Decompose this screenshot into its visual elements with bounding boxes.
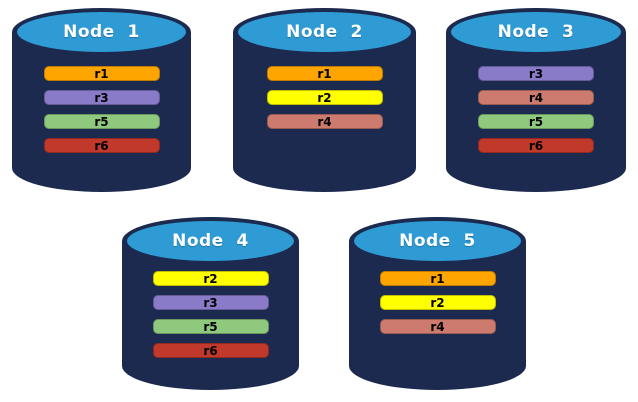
- replica-bar: r2: [266, 90, 383, 105]
- replica-bar-label: r1: [94, 66, 109, 81]
- replica-bar-label: r4: [317, 114, 332, 129]
- database-cylinder-top: Node 4: [127, 221, 294, 261]
- replica-bar-label: r5: [94, 114, 109, 129]
- replica-bar: r2: [379, 295, 496, 310]
- node-label: Node 5: [399, 231, 476, 251]
- replica-list: r3 r4 r5 r6: [446, 66, 626, 153]
- replica-bar: r6: [43, 138, 160, 153]
- replica-bar-label: r6: [94, 138, 109, 153]
- replica-bar: r5: [478, 114, 594, 129]
- replica-list: r1 r2 r4: [233, 66, 416, 129]
- replica-list: r2 r3 r5 r6: [122, 271, 299, 358]
- database-node-2: Node 2 r1 r2 r4: [233, 8, 416, 192]
- replica-bar: r4: [266, 114, 383, 129]
- replica-bar: r2: [152, 271, 269, 286]
- database-node-5: Node 5 r1 r2 r4: [349, 217, 526, 390]
- replica-bar-label: r6: [203, 343, 218, 358]
- replica-bar-label: r3: [94, 90, 109, 105]
- replica-bar: r3: [152, 295, 269, 310]
- replica-bar-label: r2: [203, 271, 218, 286]
- replica-bar-label: r2: [317, 90, 332, 105]
- replica-bar: r3: [43, 90, 160, 105]
- replica-bar: r5: [43, 114, 160, 129]
- node-label: Node 2: [286, 22, 363, 42]
- replica-bar-label: r5: [203, 319, 218, 334]
- database-node-4: Node 4 r2 r3 r5 r6: [122, 217, 299, 390]
- replica-bar: r1: [379, 271, 496, 286]
- replica-list: r1 r2 r4: [349, 271, 526, 334]
- database-node-1: Node 1 r1 r3 r5 r6: [12, 8, 191, 192]
- replica-bar: r1: [266, 66, 383, 81]
- replica-bar: r1: [43, 66, 160, 81]
- node-label: Node 3: [497, 22, 575, 42]
- database-cylinder-top: Node 1: [17, 12, 186, 52]
- replica-bar-label: r2: [430, 295, 445, 310]
- database-node-3: Node 3 r3 r4 r5 r6: [446, 8, 626, 192]
- replica-bar-label: r4: [528, 90, 544, 105]
- replica-list: r1 r3 r5 r6: [12, 66, 191, 153]
- replica-bar: r5: [152, 319, 269, 334]
- replica-bar-label: r6: [528, 138, 544, 153]
- replica-bar: r3: [478, 66, 594, 81]
- node-label: Node 4: [172, 231, 249, 251]
- replica-bar: r4: [379, 319, 496, 334]
- replica-bar-label: r1: [317, 66, 332, 81]
- replica-bar-label: r3: [528, 66, 544, 81]
- replica-bar: r6: [152, 343, 269, 358]
- replica-bar-label: r4: [430, 319, 445, 334]
- database-cylinder-top: Node 3: [451, 12, 621, 52]
- database-cylinder-top: Node 5: [354, 221, 521, 261]
- replica-bar-label: r1: [430, 271, 445, 286]
- node-label: Node 1: [63, 22, 140, 42]
- database-cylinder-top: Node 2: [238, 12, 411, 52]
- replica-bar: r4: [478, 90, 594, 105]
- replica-bar-label: r5: [528, 114, 544, 129]
- replica-bar-label: r3: [203, 295, 218, 310]
- replica-bar: r6: [478, 138, 594, 153]
